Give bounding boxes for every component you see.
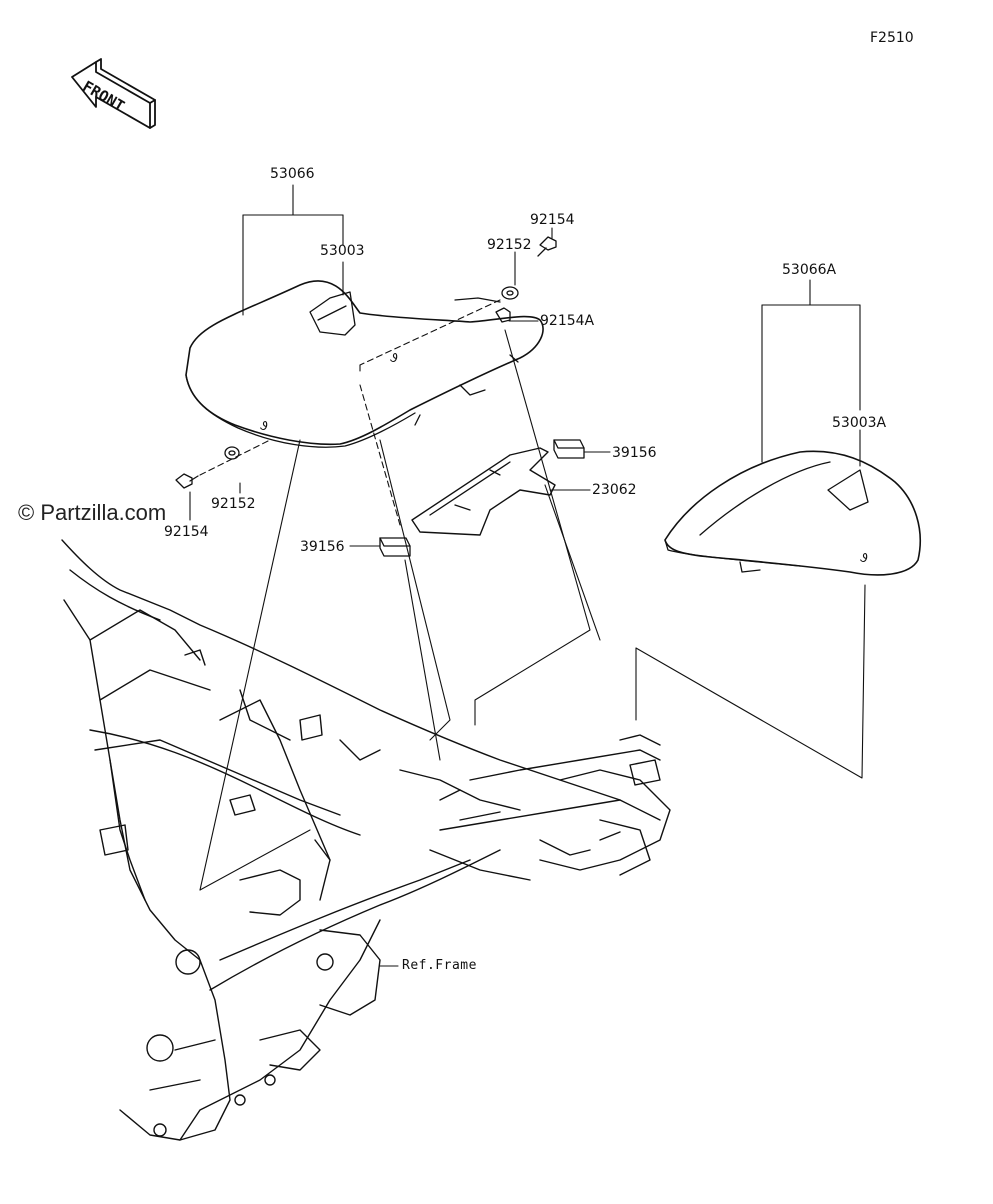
partzilla-watermark: © Partzilla.com xyxy=(18,500,167,525)
part-label-53003[interactable]: 53003 xyxy=(320,243,365,259)
part-label-53003A[interactable]: 53003A xyxy=(832,415,887,431)
part-label-92154A[interactable]: 92154A xyxy=(540,313,595,329)
part-label-92154-top[interactable]: 92154 xyxy=(530,212,575,228)
damper-drawing xyxy=(379,439,585,557)
front-arrow-icon xyxy=(71,58,156,129)
figure-code: F2510 xyxy=(870,30,914,46)
part-label-53066[interactable]: 53066 xyxy=(270,166,315,182)
part-label-92152-left[interactable]: 92152 xyxy=(211,496,256,512)
frame-reference-label: Ref.Frame xyxy=(402,958,477,973)
leader-lines xyxy=(189,184,866,967)
svg-text:Ꮽ: Ꮽ xyxy=(259,419,268,433)
part-label-23062[interactable]: 23062 xyxy=(592,482,637,498)
fastener-drawing xyxy=(175,236,557,489)
bracket-drawing xyxy=(411,447,556,536)
part-label-39156-right[interactable]: 39156 xyxy=(612,445,657,461)
svg-text:Ꮽ: Ꮽ xyxy=(859,551,868,565)
part-label-53066A[interactable]: 53066A xyxy=(782,262,837,278)
part-label-39156-left[interactable]: 39156 xyxy=(300,539,345,555)
part-label-92154-left[interactable]: 92154 xyxy=(164,524,209,540)
rear-seat-drawing: Ꮽ xyxy=(664,450,922,576)
part-label-92152-top[interactable]: 92152 xyxy=(487,237,532,253)
frame-drawing xyxy=(61,539,671,1141)
svg-text:Ꮽ: Ꮽ xyxy=(389,351,398,365)
front-seat-drawing: Ꮽ Ꮽ xyxy=(185,280,544,448)
